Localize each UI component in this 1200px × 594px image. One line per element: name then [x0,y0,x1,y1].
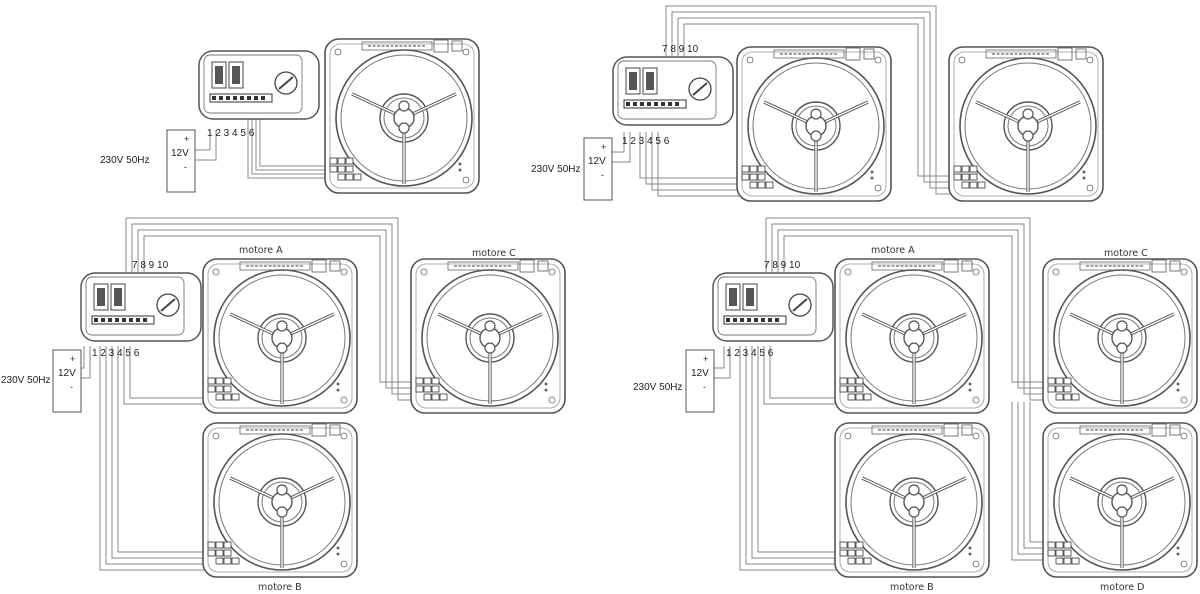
fan-unit [323,37,481,195]
fan-unit-d [1041,421,1199,579]
terminal-numbers-low: 1 2 3 4 5 6 [92,348,140,359]
terminal-numbers-high: 7 8 9 10 [764,260,801,271]
motor-label-b: motore B [890,582,934,593]
motor-label-c: motore C [472,248,516,259]
supply-label: 230V 50Hz [100,155,149,166]
motor-label-a: motore A [239,245,283,256]
psu-label: 12V [588,156,606,167]
controller-box [612,56,734,126]
supply-label: 230V 50Hz [531,164,580,175]
psu-minus: - [184,162,187,172]
terminal-numbers-low: 1 2 3 4 5 6 [622,136,670,147]
psu-box [166,129,196,193]
controller-box [80,272,202,342]
psu-plus: + [70,354,75,364]
fan-unit-2 [947,45,1105,203]
fan-unit-b [201,421,359,579]
terminal-numbers-low: 1 2 3 4 5 6 [726,348,774,359]
motor-label-d: motore D [1100,582,1144,593]
psu-box [583,137,613,201]
psu-minus: - [70,382,73,392]
terminal-numbers-high: 7 8 9 10 [662,44,699,55]
fan-unit-c [1041,257,1199,415]
fan-unit-c [409,257,567,415]
motor-label-b: motore B [258,582,302,593]
terminal-numbers-high: 7 8 9 10 [132,260,169,271]
psu-box [685,349,715,413]
psu-label: 12V [171,148,189,159]
diagram-1: 12V + - 1 2 3 4 5 6 230V 50Hz [100,37,481,195]
psu-box [52,349,82,413]
controller-box [198,50,320,120]
fan-unit-a [833,257,991,415]
terminal-numbers-low: 1 2 3 4 5 6 [207,128,255,139]
psu-plus: + [601,142,606,152]
diagram-2: 12V + - 1 2 3 4 5 6 7 8 9 10 230V 50Hz [531,5,1105,203]
psu-plus: + [184,134,189,144]
psu-label: 12V [691,368,709,379]
psu-minus: - [703,382,706,392]
psu-label: 12V [58,368,76,379]
diagram-3: 12V + - 1 2 3 4 5 6 7 8 9 10 230V 50Hz m… [1,217,567,593]
fan-unit-1 [735,45,893,203]
supply-label: 230V 50Hz [633,382,682,393]
supply-label: 230V 50Hz [1,375,50,386]
psu-minus: - [601,170,604,180]
motor-label-c: motore C [1104,248,1148,259]
motor-label-a: motore A [871,245,915,256]
psu-plus: + [703,354,708,364]
fan-unit-a [201,257,359,415]
controller-box [712,272,834,342]
diagram-4: 12V + - 1 2 3 4 5 6 7 8 9 10 230V 50Hz m… [633,217,1199,593]
fan-unit-b [833,421,991,579]
